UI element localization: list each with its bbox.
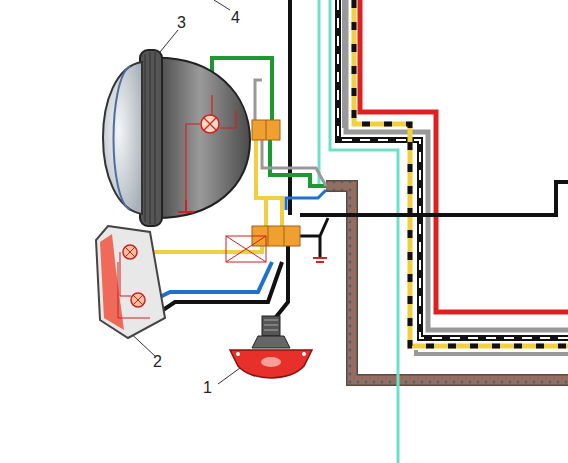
callout-number: 2 bbox=[153, 354, 162, 370]
lamp-wiring bbox=[140, 58, 328, 332]
side-lamp bbox=[96, 226, 165, 338]
harness bbox=[290, 0, 568, 463]
callout-number: 1 bbox=[203, 380, 212, 396]
callout-number: 3 bbox=[177, 15, 186, 31]
plate-lamp bbox=[230, 316, 312, 378]
connector-blocks bbox=[252, 120, 300, 246]
headlight bbox=[103, 50, 250, 226]
callout-number: 4 bbox=[231, 10, 240, 26]
crossed-box bbox=[226, 236, 266, 262]
